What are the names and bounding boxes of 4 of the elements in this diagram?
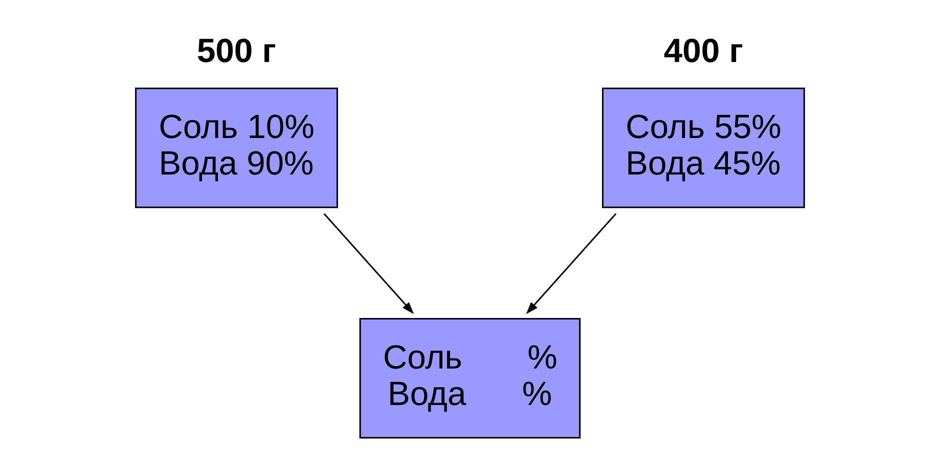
node-label: 400 г <box>664 32 744 70</box>
arrow <box>526 212 616 314</box>
node-label: 500 г <box>196 32 276 70</box>
arrow <box>324 212 414 314</box>
